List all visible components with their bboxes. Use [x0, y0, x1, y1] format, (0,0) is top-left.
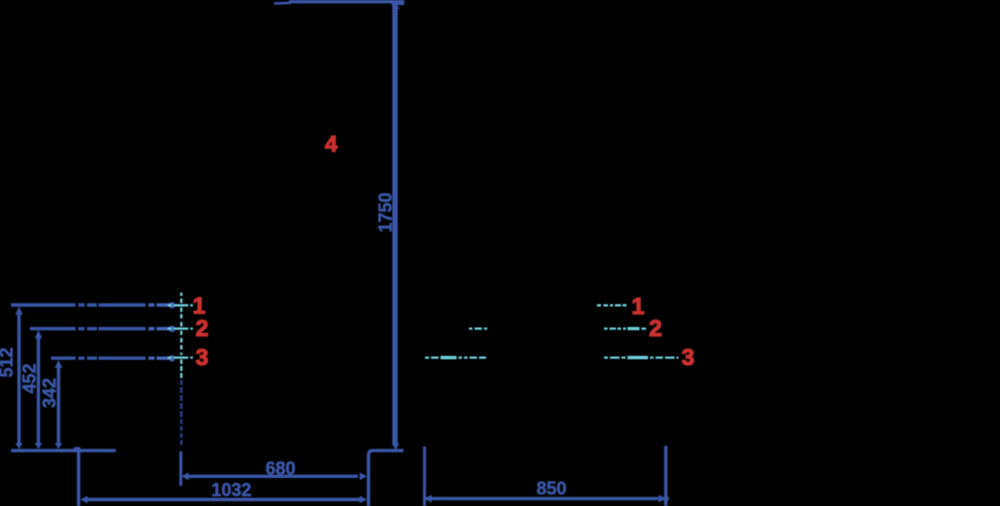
svg-text:512: 512 [0, 347, 17, 377]
svg-text:1032: 1032 [211, 480, 251, 500]
svg-text:1: 1 [193, 293, 206, 319]
svg-text:850: 850 [536, 479, 566, 499]
svg-text:3: 3 [196, 344, 209, 370]
svg-text:2: 2 [649, 315, 662, 341]
svg-text:452: 452 [20, 363, 40, 393]
svg-text:4: 4 [325, 132, 338, 157]
svg-text:342: 342 [40, 378, 60, 408]
svg-text:2: 2 [196, 315, 209, 341]
svg-text:1: 1 [632, 293, 645, 319]
svg-text:1750: 1750 [376, 192, 396, 232]
svg-text:680: 680 [265, 459, 295, 479]
svg-text:3: 3 [682, 344, 695, 370]
